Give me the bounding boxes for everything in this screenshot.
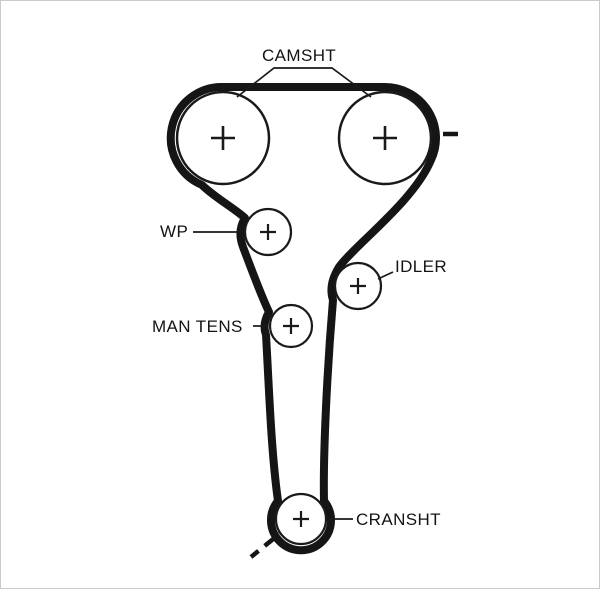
crankshaft-pulley bbox=[274, 492, 328, 546]
plus-mark-icon bbox=[350, 278, 366, 294]
idler-pulley bbox=[333, 261, 383, 311]
idler-label: IDLER bbox=[395, 257, 448, 276]
water-pump-label: WP bbox=[160, 222, 189, 241]
manual-tensioner-pulley bbox=[268, 303, 314, 349]
plus-mark-icon bbox=[260, 224, 276, 240]
camshaft-pulley-right bbox=[337, 90, 433, 186]
idler-leader-line bbox=[377, 271, 394, 280]
plus-mark-icon bbox=[373, 126, 397, 150]
plus-mark-icon bbox=[293, 511, 309, 527]
camshaft-pulley-left bbox=[175, 90, 271, 186]
plus-mark-icon bbox=[211, 126, 235, 150]
camshaft-label: CAMSHT bbox=[262, 46, 337, 65]
timing-belt-path bbox=[166, 82, 440, 555]
crankshaft-label: CRANSHT bbox=[356, 510, 441, 529]
plus-mark-icon bbox=[283, 318, 299, 334]
water-pump-pulley bbox=[243, 207, 293, 257]
manual-tensioner-label: MAN TENS bbox=[152, 317, 243, 336]
camshaft-leader-line bbox=[236, 67, 372, 98]
